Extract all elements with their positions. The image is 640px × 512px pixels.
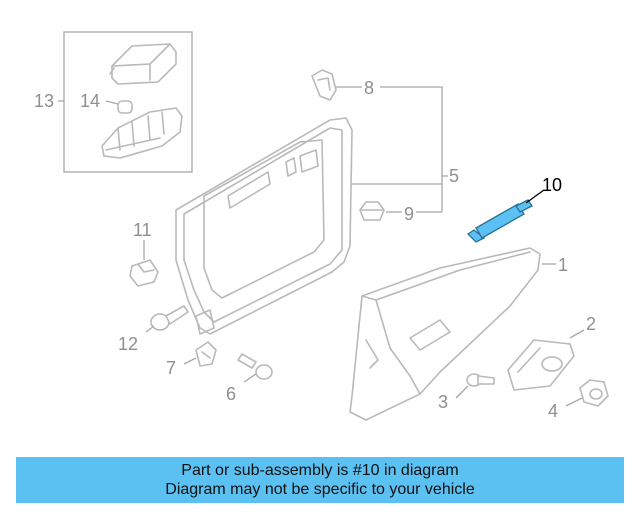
banner-line-1: Part or sub-assembly is #10 in diagram: [181, 462, 459, 479]
callout-8[interactable]: 8: [364, 78, 374, 98]
part-10-damper: [466, 199, 533, 243]
callout-13[interactable]: 13: [34, 91, 54, 111]
callout-3[interactable]: 3: [438, 392, 448, 412]
part-1-glove-box: [349, 247, 541, 421]
callout-14[interactable]: 14: [80, 91, 100, 111]
parts-diagram: 13 14 8 5 9: [34, 31, 609, 421]
part-3-screw: [466, 373, 495, 387]
callout-6[interactable]: 6: [226, 384, 236, 404]
part-13-box: [63, 31, 193, 173]
banner-line-2: Diagram may not be specific to your vehi…: [165, 481, 475, 498]
part-14-bulb: [105, 100, 133, 114]
part-11-clip: [129, 259, 159, 287]
callout-5[interactable]: 5: [449, 166, 459, 186]
callout-10[interactable]: 10: [542, 175, 562, 195]
part-9-bumper: [359, 201, 385, 221]
part-13-lamp-base: [101, 107, 183, 159]
callout-12[interactable]: 12: [118, 334, 138, 354]
callout-4[interactable]: 4: [548, 401, 558, 421]
part-8-clip: [311, 69, 337, 101]
part-5-glove-box-inner: [175, 117, 353, 335]
callout-9[interactable]: 9: [404, 204, 414, 224]
callout-1[interactable]: 1: [558, 255, 568, 275]
part-7-clip: [195, 341, 217, 367]
part-13-lamp-cover: [109, 43, 177, 85]
part-2-latch: [507, 339, 575, 391]
info-banner: Part or sub-assembly is #10 in diagram D…: [16, 457, 624, 503]
part-12-screw: [145, 305, 189, 333]
callout-11[interactable]: 11: [133, 220, 152, 240]
callout-7[interactable]: 7: [166, 358, 176, 378]
part-6-screw: [237, 353, 273, 380]
callout-2[interactable]: 2: [586, 314, 596, 334]
part-4-bumper: [579, 379, 609, 407]
